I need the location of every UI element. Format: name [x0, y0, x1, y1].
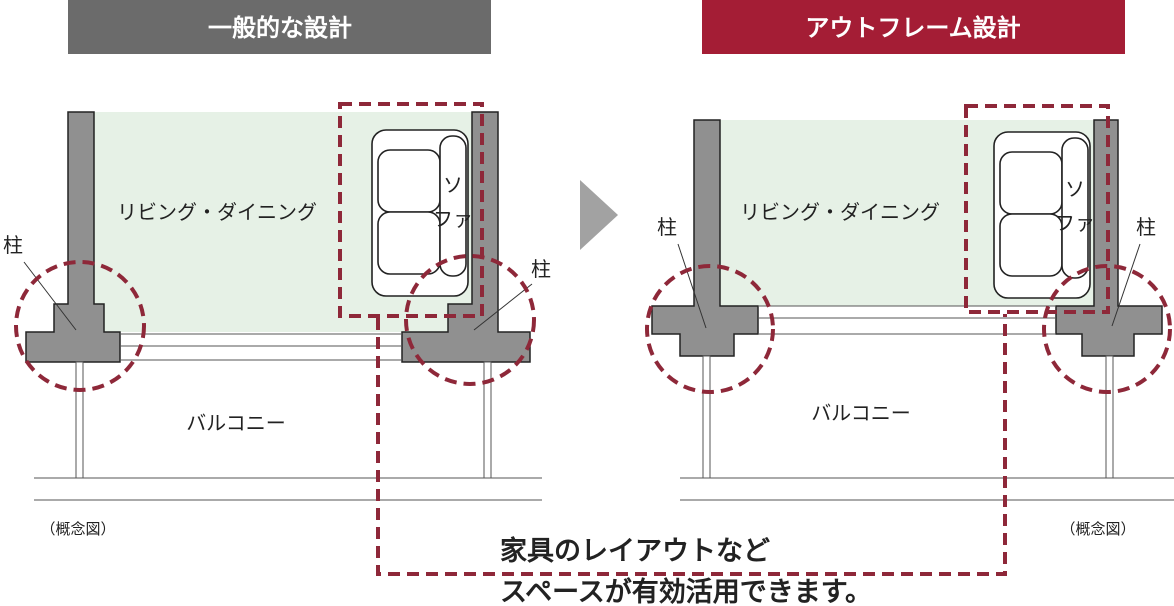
- right-column-label-left: 柱: [657, 215, 677, 239]
- left-sofa-label-line2: ファ: [433, 207, 473, 231]
- right-header-bar: [702, 0, 1125, 54]
- right-balcony: [680, 355, 1174, 501]
- left-panel: 一般的な設計 ソ ファ リビング・ダイニング バ: [3, 0, 551, 538]
- right-leader-line-left: [677, 243, 707, 329]
- right-sofa-highlight: [964, 104, 1110, 314]
- caption-line-2: スペースが有効活用できます。: [500, 576, 872, 606]
- left-sofa-label-line1: ソ: [443, 173, 463, 197]
- right-balcony-label: バルコニー: [811, 401, 911, 425]
- left-room-label: リビング・ダイニング: [117, 200, 317, 224]
- left-balcony: [34, 361, 542, 501]
- left-wall-column-right: [401, 111, 531, 363]
- right-sofa: [993, 131, 1091, 299]
- arrow-icon: [580, 180, 618, 250]
- left-column-label-left: 柱: [3, 233, 23, 257]
- right-column-label-right: 柱: [1136, 215, 1156, 239]
- left-note: （概念図）: [40, 520, 115, 538]
- caption-line-1: 家具のレイアウトなど: [500, 535, 770, 567]
- right-leader-line-right: [1111, 243, 1141, 327]
- left-leader-line-left: [23, 261, 77, 331]
- left-wall-column-left: [25, 111, 121, 363]
- right-column-highlight-left: [645, 264, 775, 394]
- left-leader-line-right: [473, 283, 533, 331]
- left-column-highlight-left: [14, 260, 146, 392]
- right-sofa-label-line2: ファ: [1055, 211, 1095, 235]
- right-column-highlight-right: [1042, 264, 1172, 394]
- right-header-title: アウトフレーム設計: [805, 14, 1020, 42]
- left-sash-lines: [120, 333, 402, 361]
- left-header-bar: [68, 0, 491, 54]
- left-balcony-label: バルコニー: [186, 411, 286, 435]
- left-column-label-right: 柱: [531, 257, 551, 281]
- right-panel: アウトフレーム設計 ソ ファ リビング・ダイニング: [645, 0, 1174, 538]
- right-wall-column-left: [651, 119, 759, 357]
- connector-bracket: [376, 314, 1007, 576]
- left-sofa: [371, 129, 469, 297]
- left-sofa-highlight: [338, 102, 484, 318]
- left-column-highlight-right: [404, 254, 536, 386]
- left-header-title: 一般的な設計: [208, 14, 352, 42]
- right-note: （概念図）: [1060, 520, 1135, 538]
- right-sofa-label-line1: ソ: [1065, 177, 1085, 201]
- right-room-label: リビング・ダイニング: [740, 200, 940, 224]
